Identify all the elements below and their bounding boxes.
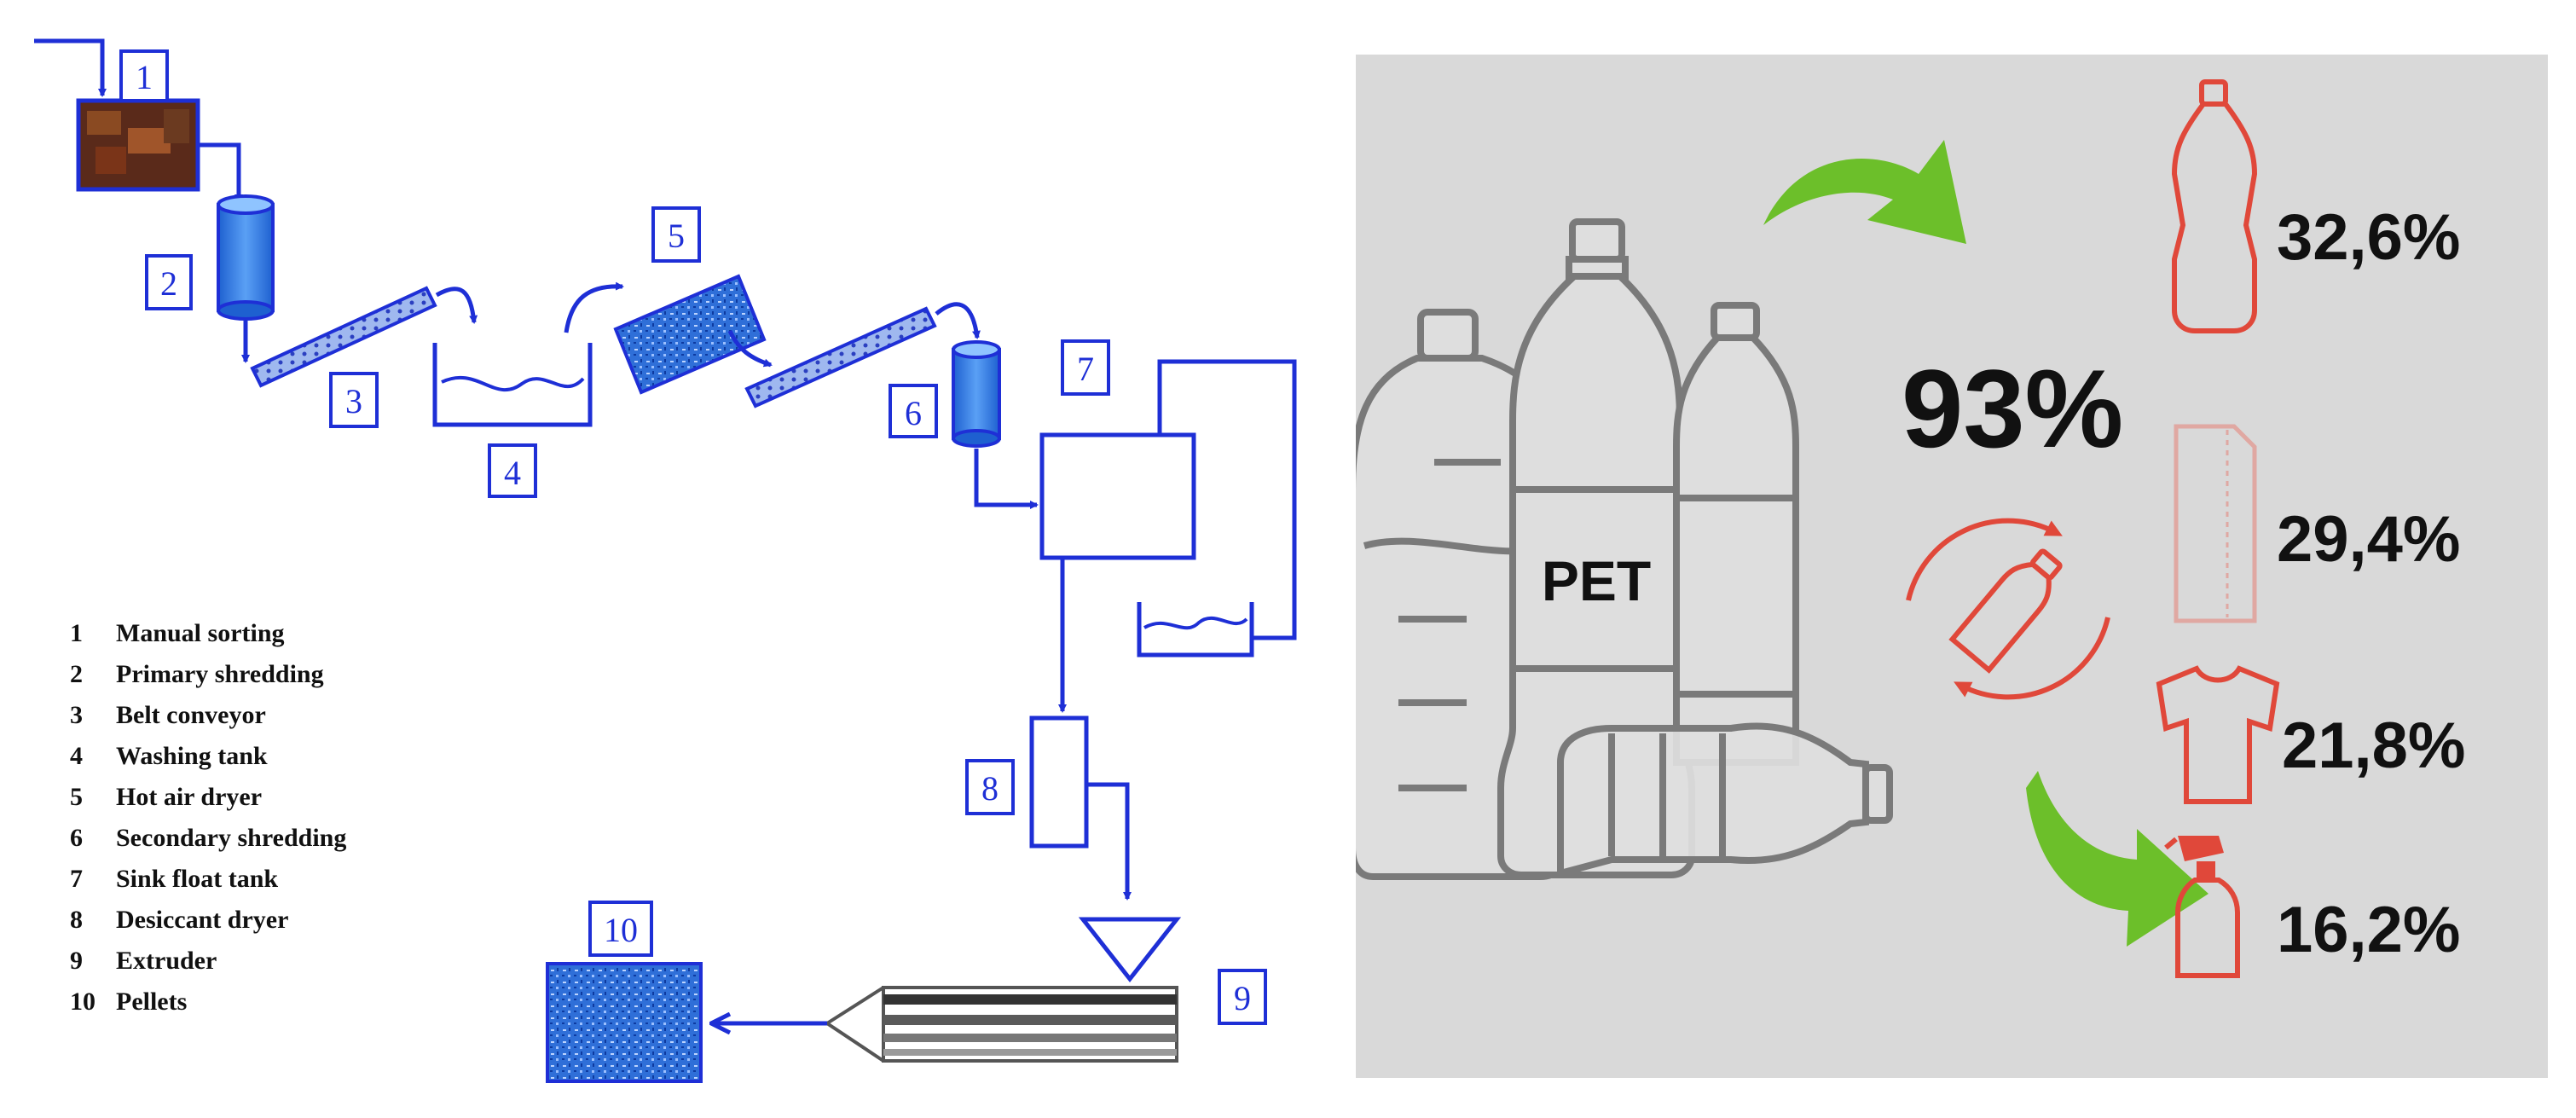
recycle-cycle-icon — [1908, 521, 2108, 698]
step-number-4: 4 — [504, 454, 521, 492]
sheet-icon — [2176, 426, 2255, 621]
step-box-4: 4 — [489, 445, 535, 496]
flow-arrow-4-5 — [566, 287, 622, 333]
legend-label-6: Secondary shredding — [116, 824, 346, 852]
secondary-shredder — [953, 342, 999, 446]
legend-num-7: 7 — [70, 865, 83, 893]
lying-bottle-icon — [1560, 726, 1890, 873]
recycling-rate: 93% — [1902, 346, 2123, 471]
slim-bottle-icon — [1676, 305, 1796, 762]
pet-label: PET — [1542, 549, 1651, 612]
step-box-10: 10 — [590, 902, 651, 955]
sink-float-tank — [1042, 362, 1294, 655]
hot-air-dryer — [616, 276, 764, 392]
green-arrow-bottom-icon — [2026, 771, 2208, 947]
process-legend: 1 Manual sorting 2 Primary shredding 3 B… — [70, 619, 346, 1016]
step-number-8: 8 — [981, 769, 999, 808]
spray-bottle-icon — [2166, 836, 2237, 976]
use-value-textiles: 21,8% — [2282, 710, 2466, 782]
legend-label-5: Hot air dryer — [116, 783, 262, 811]
step-box-2: 2 — [147, 256, 191, 309]
step-number-9: 9 — [1234, 979, 1251, 1017]
legend-label-8: Desiccant dryer — [116, 906, 288, 934]
legend-num-2: 2 — [70, 660, 83, 688]
legend-num-1: 1 — [70, 619, 83, 647]
legend-num-5: 5 — [70, 783, 83, 811]
flow-arrow-conveyor-6 — [936, 304, 977, 338]
use-value-spray: 16,2% — [2277, 894, 2461, 966]
step-number-7: 7 — [1077, 350, 1094, 388]
process-flow-svg: 1 2 3 4 5 — [0, 0, 1364, 1118]
step-number-3: 3 — [345, 382, 362, 420]
primary-shredder — [218, 196, 273, 319]
step-box-9: 9 — [1219, 970, 1265, 1023]
bottle-icon — [2174, 82, 2255, 331]
washing-tank — [435, 343, 590, 425]
use-value-bottles: 32,6% — [2277, 201, 2461, 274]
legend-label-1: Manual sorting — [116, 619, 285, 647]
legend-label-4: Washing tank — [116, 742, 268, 770]
step-box-1: 1 — [121, 51, 167, 101]
flow-arrow-8-9 — [1086, 785, 1127, 899]
process-flow-diagram: 1 2 3 4 5 — [0, 0, 1364, 1118]
step-number-1: 1 — [136, 58, 153, 96]
legend-num-3: 3 — [70, 701, 83, 729]
legend-num-10: 10 — [70, 988, 96, 1016]
flow-arrow-3-4 — [437, 289, 474, 322]
infographic-svg: PET 93% 32,6% 29,4% — [1356, 55, 2548, 1078]
step-number-2: 2 — [160, 264, 177, 303]
legend-num-4: 4 — [70, 742, 83, 770]
legend-label-7: Sink float tank — [116, 865, 278, 893]
legend-label-2: Primary shredding — [116, 660, 324, 688]
legend-label-3: Belt conveyor — [116, 701, 266, 729]
legend-num-6: 6 — [70, 824, 83, 852]
step-box-6: 6 — [890, 385, 936, 437]
step-box-3: 3 — [331, 374, 377, 426]
step-number-10: 10 — [604, 911, 638, 949]
legend-label-10: Pellets — [116, 988, 187, 1016]
belt-conveyor-1 — [252, 288, 435, 385]
use-value-sheets: 29,4% — [2277, 503, 2461, 576]
desiccant-dryer — [1032, 718, 1086, 846]
step-box-7: 7 — [1062, 341, 1109, 394]
step-number-6: 6 — [905, 394, 922, 432]
extruder — [827, 919, 1177, 1061]
green-arrow-top-icon — [1763, 140, 1966, 244]
legend-label-9: Extruder — [116, 947, 217, 975]
flow-arrow-6-7 — [976, 449, 1037, 505]
step-number-5: 5 — [668, 217, 685, 255]
tshirt-icon — [2159, 669, 2277, 802]
pellets — [547, 964, 701, 1081]
step-box-8: 8 — [967, 761, 1013, 814]
step-box-5: 5 — [653, 208, 699, 261]
pet-recycling-infographic: PET 93% 32,6% 29,4% — [1356, 55, 2548, 1078]
legend-num-8: 8 — [70, 906, 83, 934]
flow-arrow-1-2 — [198, 145, 239, 201]
legend-num-9: 9 — [70, 947, 83, 975]
feed-arrow — [34, 41, 102, 96]
